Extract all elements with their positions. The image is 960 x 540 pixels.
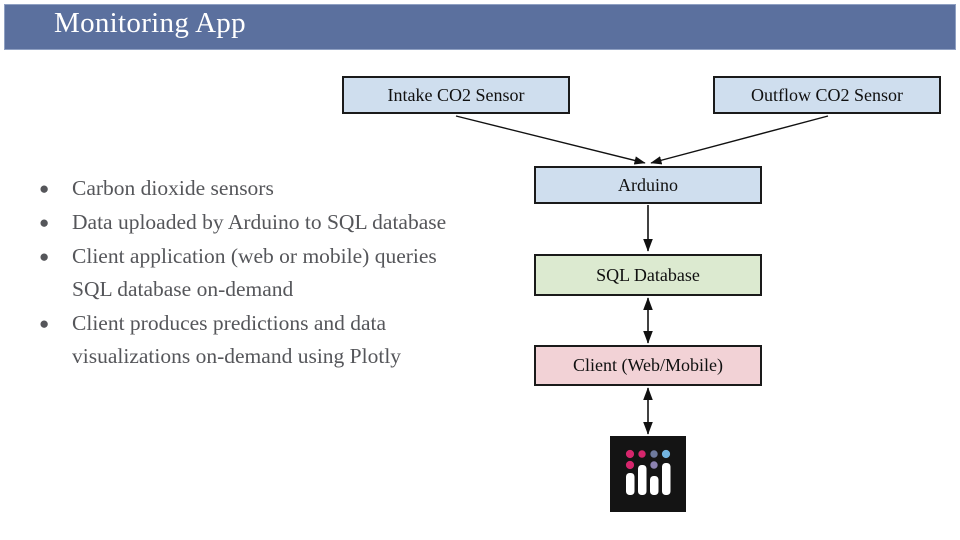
diagram-node-arduino: Arduino [534, 166, 762, 204]
list-item-label: Client produces predictions and data vis… [72, 311, 402, 368]
list-item: ● Carbon dioxide sensors [36, 172, 466, 205]
bullet-list: ● Carbon dioxide sensors ● Data uploaded… [36, 172, 466, 374]
list-item-label: Client application (web or mobile) queri… [72, 244, 437, 301]
diagram-node-intake-sensor: Intake CO2 Sensor [342, 76, 570, 114]
diagram-node-label: SQL Database [596, 264, 700, 285]
bullet-marker-icon: ● [39, 179, 50, 198]
list-item-label: Data uploaded by Arduino to SQL database [72, 210, 447, 234]
diagram-node-client: Client (Web/Mobile) [534, 345, 762, 386]
diagram-node-label: Client (Web/Mobile) [572, 355, 724, 375]
list-item: ● Client produces predictions and data v… [36, 307, 466, 373]
page-title: Monitoring App [54, 7, 246, 39]
list-item: ● Data uploaded by Arduino to SQL databa… [36, 206, 466, 239]
diagram-node-sql-database: SQL Database [534, 254, 762, 296]
plotly-glyph-icon [625, 449, 671, 495]
diagram-node-label: Arduino [618, 174, 678, 195]
bullet-marker-icon: ● [39, 213, 50, 232]
diagram-node-label: Outflow CO2 Sensor [751, 84, 903, 105]
bullet-marker-icon: ● [39, 314, 50, 333]
plotly-logo [610, 436, 686, 512]
diagram-node-outflow-sensor: Outflow CO2 Sensor [713, 76, 941, 114]
diagram-node-label: Intake CO2 Sensor [387, 84, 525, 105]
list-item-label: Carbon dioxide sensors [72, 176, 274, 200]
edge-intake-to-arduino [455, 115, 646, 165]
list-item: ● Client application (web or mobile) que… [36, 240, 466, 306]
edge-outflow-to-arduino [650, 115, 829, 165]
bullet-marker-icon: ● [39, 247, 50, 266]
slide-title-bar [4, 4, 956, 50]
